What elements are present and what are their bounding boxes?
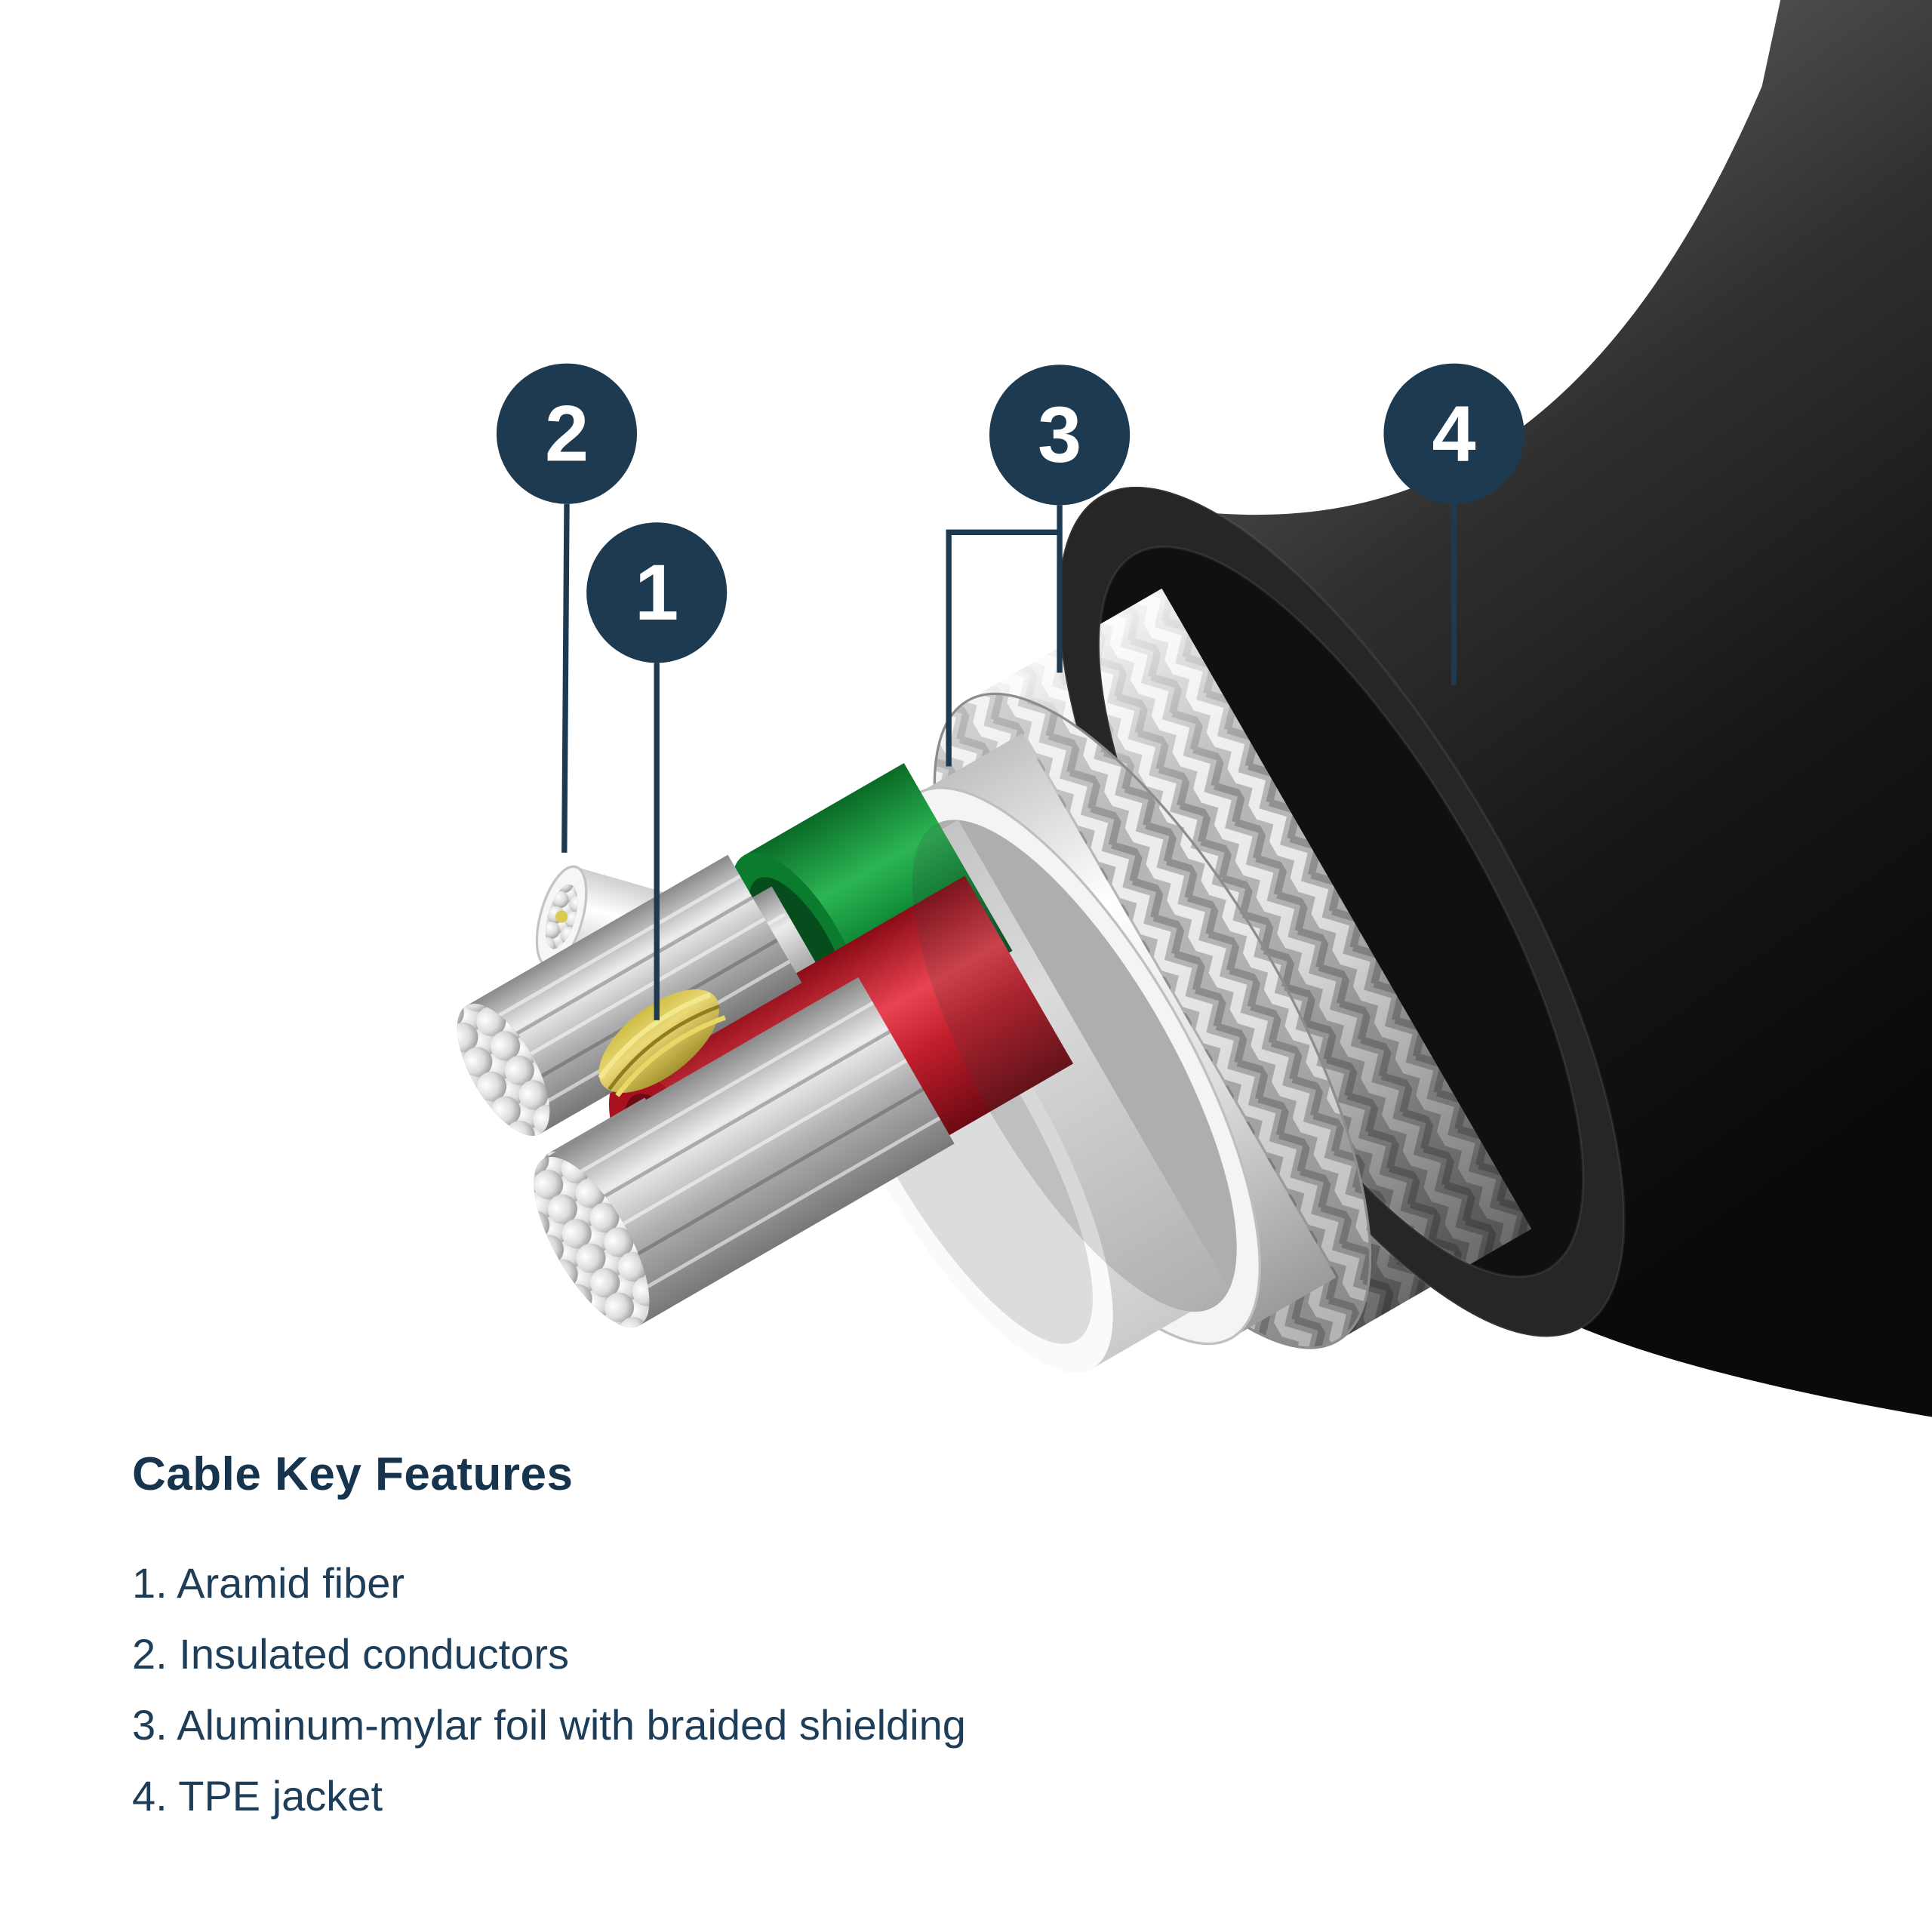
aramid-fiber-strand-2 [608, 1004, 721, 1091]
features-heading: Cable Key Features [132, 1448, 574, 1500]
callout-3-circle [989, 365, 1131, 506]
features-list: 1. Aramid fiber 2. Insulated conductors … [132, 1548, 966, 1832]
upper-bundle-tips [457, 1003, 550, 1136]
callout-4: 4 [1383, 363, 1524, 504]
front-bundle-highlights [557, 1001, 941, 1302]
feature-item-2: 2. Insulated conductors [132, 1630, 570, 1678]
callout-4-circle [1383, 363, 1524, 504]
callout-1: 1 [586, 522, 728, 663]
front-bundle-shadows [574, 1029, 924, 1273]
callout-2: 2 [496, 363, 638, 504]
callout-1-number: 1 [635, 549, 678, 637]
key-features-block: Cable Key Features 1. Aramid fiber 2. In… [132, 1447, 966, 1832]
callout-1-circle [586, 522, 728, 663]
aramid-fiber [598, 989, 726, 1097]
feature-item-4: 4. TPE jacket [132, 1772, 383, 1820]
callout-line-2 [561, 503, 570, 853]
callout-leader-lines [561, 503, 1457, 1020]
tpe-jacket-body [1101, 0, 1932, 1417]
callout-2-number: 2 [545, 390, 589, 478]
callout-2-circle [496, 363, 638, 504]
callout-3-number: 3 [1038, 391, 1081, 479]
aramid-fiber-strand-3 [615, 1015, 726, 1097]
front-bundle-tips [534, 1156, 650, 1327]
callout-line-3b [946, 529, 1060, 767]
aramid-fiber-strand-1 [598, 992, 712, 1079]
feature-item-3: 3. Aluminum-mylar foil with braided shie… [132, 1701, 966, 1749]
callout-3: 3 [989, 365, 1131, 506]
feature-item-1: 1. Aramid fiber [132, 1559, 405, 1607]
interior-shading [912, 820, 1237, 1312]
callout-4-number: 4 [1432, 390, 1475, 478]
white-conductor-aramid-core [555, 910, 568, 923]
bare-wire-strand-bundle-front [534, 977, 955, 1327]
bare-wire-strand-bundle-upper [457, 854, 802, 1136]
